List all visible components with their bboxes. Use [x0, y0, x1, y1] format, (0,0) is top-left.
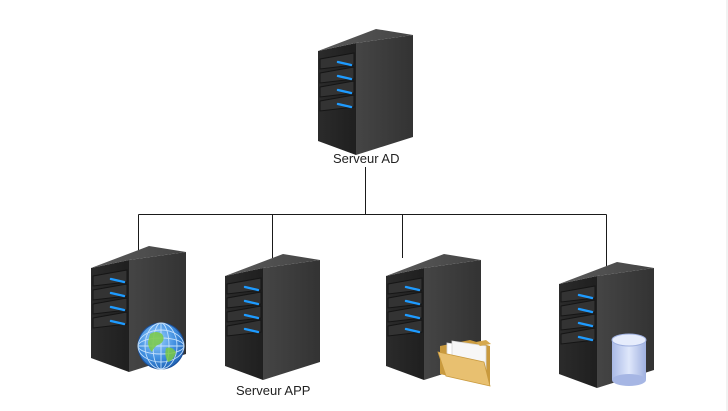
server-app[interactable]	[223, 252, 322, 382]
server-web[interactable]	[89, 244, 188, 374]
database-icon	[611, 333, 647, 386]
server-file[interactable]	[384, 252, 491, 387]
server-database[interactable]	[557, 260, 656, 390]
globe-icon	[137, 322, 185, 370]
server-ad-label: Serveur AD	[333, 151, 400, 166]
folder-icon	[437, 340, 491, 387]
server-app-label: Serveur APP	[236, 383, 311, 398]
connector-lines	[138, 167, 607, 266]
canvas-edge	[726, 0, 728, 411]
server-ad[interactable]	[316, 27, 415, 157]
